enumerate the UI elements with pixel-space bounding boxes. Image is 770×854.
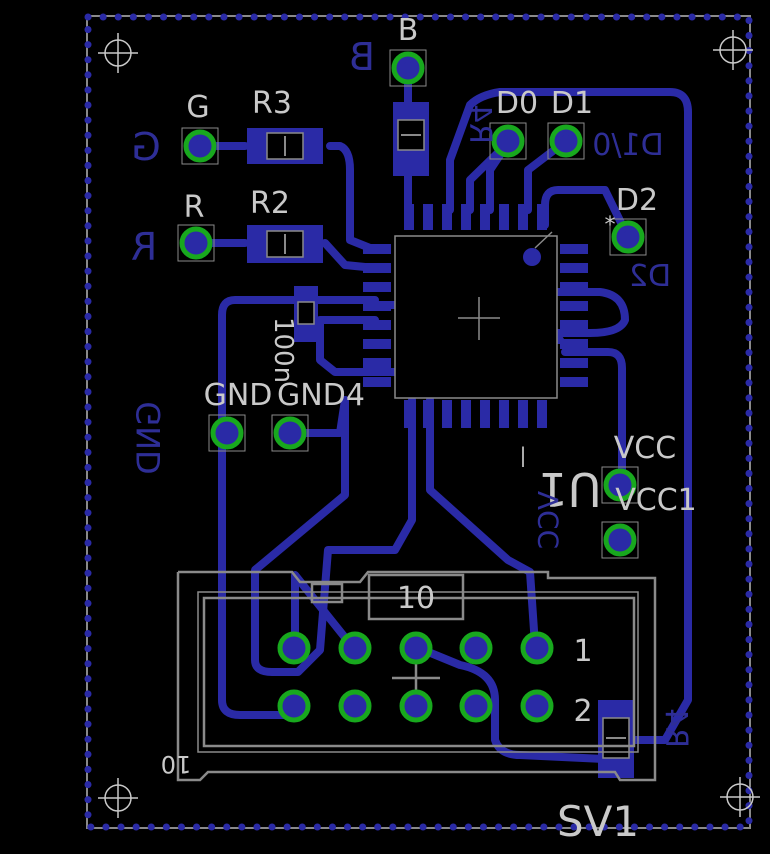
mount-hole-bl [98,778,138,818]
label-u1: U1 [539,462,602,516]
connector-sv1 [176,570,657,782]
label-vcc-mirror: VCC [532,491,565,549]
label-d2-mirror: D2 [629,259,671,294]
label-100n: 100n [268,317,298,383]
resistor-r3 [247,128,323,164]
label-g: G [186,90,209,125]
label-r2: R2 [250,186,290,221]
pad-holes [190,62,634,546]
trace-cap-left [218,296,379,719]
label-r4-mirror: R4 [462,104,497,144]
pad-sv-3 [459,631,493,665]
mount-hole-br [720,777,760,817]
label-r-mirror: R [131,225,157,269]
pad-sv-10 [277,689,311,723]
label-conn-tag: 10 [397,581,435,616]
pad-sv-2 [520,689,554,723]
label-b-mirror: B [349,35,375,79]
trace-d0b [466,139,512,214]
label-b: B [398,13,419,48]
label-r3: R3 [252,86,292,121]
mount-hole-tl [98,33,138,73]
label-d2: D2 [616,183,658,218]
u1-chip [363,204,588,428]
label-pin2: 2 [573,694,592,729]
pad-sv-4 [459,689,493,723]
label-vcc: VCC [614,431,676,466]
label-star: * [605,213,616,238]
label-pin1: 1 [573,634,592,669]
label-d1: D1 [551,86,593,121]
pad-squares [177,49,647,559]
label-gnd-mirror: GND [130,401,168,474]
pad-sv-5 [399,631,433,665]
label-r1-mirror: R4 [658,708,693,748]
trace-mid-col [426,396,539,649]
label-r: R [184,190,205,225]
mount-hole-tr [713,30,753,70]
trace-outer-right [446,88,692,744]
resistor-r2 [247,225,323,263]
pad-sv-7 [338,631,372,665]
label-d0: D0 [496,86,538,121]
label-d1-mirror: D1/0 [592,128,663,163]
pad-sv-1 [520,631,554,665]
via-fence [84,13,753,831]
label-gnd: GND [204,378,273,413]
label-pin10: 10 [161,750,192,778]
label-sv1: SV1 [557,797,639,846]
pad-sv-6 [399,689,433,723]
trace-vcc [561,348,626,489]
label-vcc1: VCC1 [615,483,697,518]
pad-sv-8 [338,689,372,723]
capacitor-100n [294,286,318,342]
resistor-r1 [598,700,634,778]
trace-pin1-down [412,643,629,764]
label-g-mirror: G [131,125,160,169]
trace-mid-b [436,288,629,337]
trace-left-col [251,396,416,676]
pin1-dot [523,248,541,266]
resistor-r4 [393,102,429,176]
pads [179,51,645,723]
u1-tick: | [520,443,527,467]
label-gnd4: GND4 [277,378,365,413]
pad-sv-9 [277,631,311,665]
